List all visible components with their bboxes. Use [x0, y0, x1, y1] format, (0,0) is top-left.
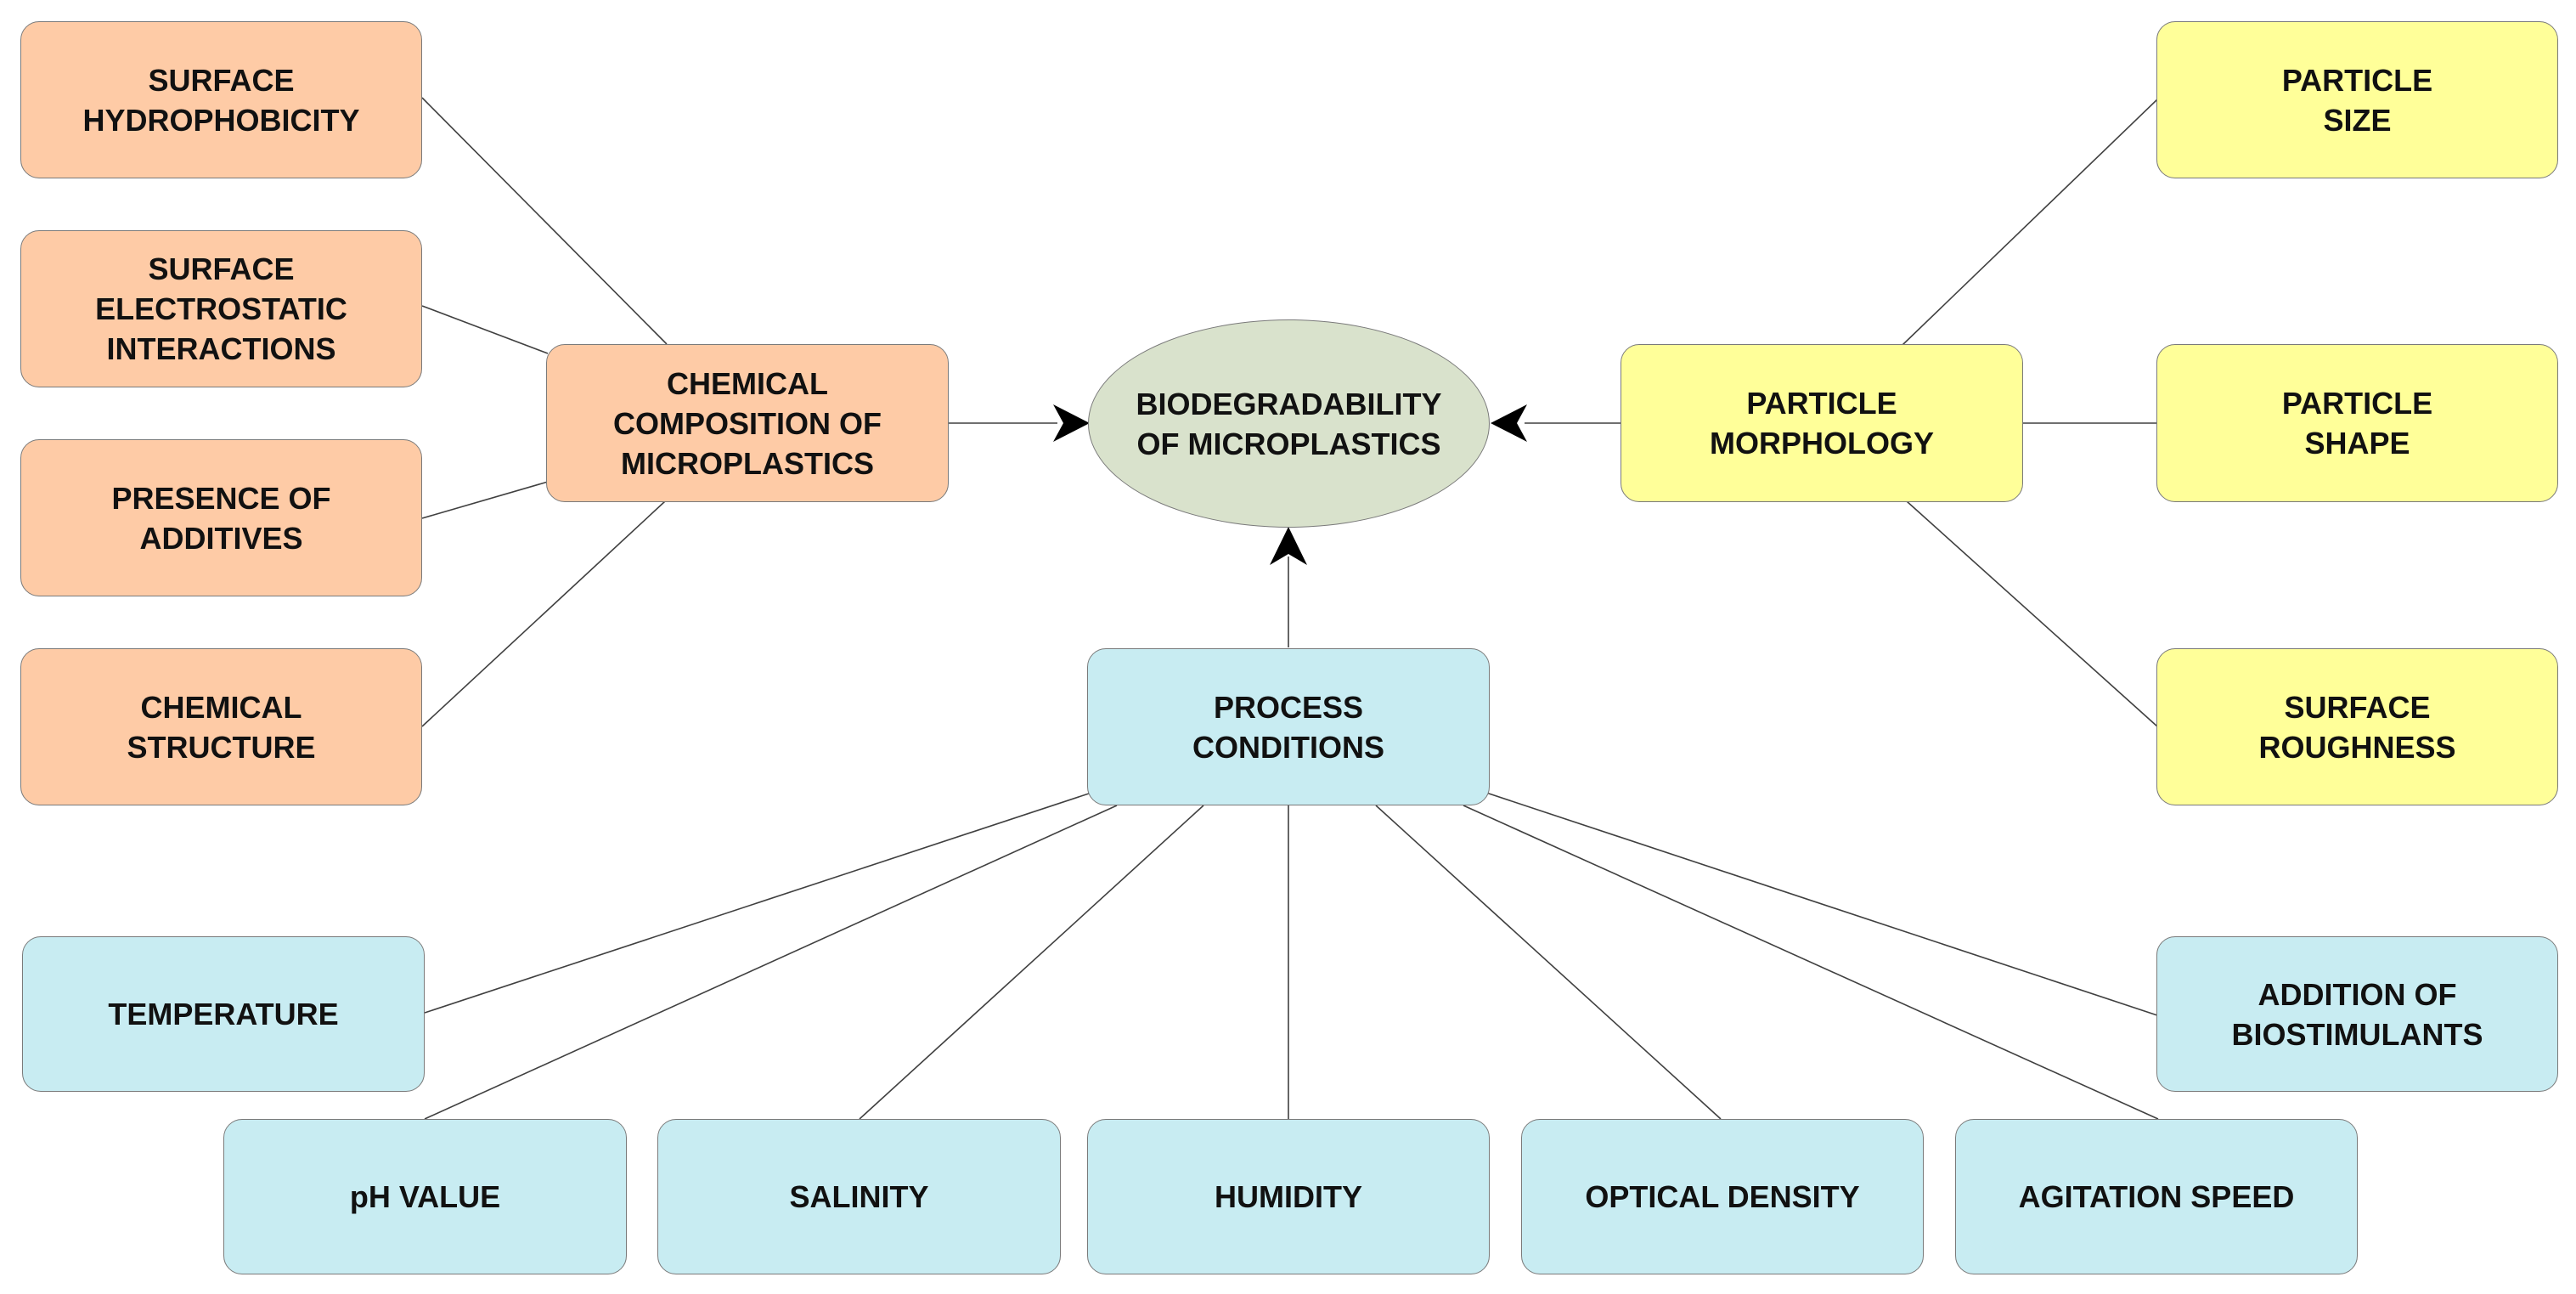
node-presence-of-additives-label: PRESENCE OF ADDITIVES: [111, 480, 331, 556]
node-chemical-structure: CHEMICAL STRUCTURE: [20, 648, 422, 805]
center-node-biodegradability: BIODEGRADABILITY OF MICROPLASTICS: [1088, 319, 1490, 528]
hub-process-conditions: PROCESS CONDITIONS: [1087, 648, 1490, 805]
connector-surface-roughness: [1906, 500, 2158, 727]
connector-agitation-speed: [1463, 805, 2159, 1120]
hub-particle-morphology-label: PARTICLE MORPHOLOGY: [1709, 386, 1934, 461]
node-addition-of-biostimulants-label: ADDITION OF BIOSTIMULANTS: [2231, 976, 2483, 1052]
node-particle-size: PARTICLE SIZE: [2156, 21, 2558, 178]
connector-chemical-structure: [421, 500, 666, 727]
node-optical-density-label: OPTICAL DENSITY: [1585, 1179, 1860, 1214]
arrowhead-process: [1270, 527, 1307, 565]
node-surface-hydrophobicity: SURFACE HYDROPHOBICITY: [20, 21, 422, 178]
hub-chemical-composition-label: CHEMICAL COMPOSITION OF MICROPLASTICS: [612, 365, 882, 481]
node-agitation-speed-label: AGITATION SPEED: [2018, 1179, 2295, 1214]
hub-chemical-composition: CHEMICAL COMPOSITION OF MICROPLASTICS: [546, 344, 949, 502]
node-surface-roughness-label: SURFACE ROUGHNESS: [2258, 689, 2456, 765]
node-surface-roughness: SURFACE ROUGHNESS: [2156, 648, 2558, 805]
node-optical-density: OPTICAL DENSITY: [1521, 1119, 1924, 1274]
node-addition-of-biostimulants: ADDITION OF BIOSTIMULANTS: [2156, 936, 2558, 1092]
node-particle-size-label: PARTICLE SIZE: [2281, 62, 2433, 138]
connector-temperature: [424, 792, 1092, 1014]
node-humidity: HUMIDITY: [1087, 1119, 1490, 1274]
node-temperature-label: TEMPERATURE: [108, 997, 339, 1031]
connector-hydrophobicity: [421, 97, 668, 345]
arrowhead-chemical: [1053, 404, 1090, 442]
node-agitation-speed: AGITATION SPEED: [1955, 1119, 2358, 1274]
center-node-label: BIODEGRADABILITY OF MICROPLASTICS: [1136, 386, 1442, 461]
node-presence-of-additives: PRESENCE OF ADDITIVES: [20, 439, 422, 596]
node-ph-value: pH VALUE: [223, 1119, 627, 1274]
node-salinity-label: SALINITY: [789, 1179, 929, 1214]
node-particle-shape: PARTICLE SHAPE: [2156, 344, 2558, 502]
node-chemical-structure-label: CHEMICAL STRUCTURE: [127, 689, 316, 765]
node-particle-shape-label: PARTICLE SHAPE: [2281, 386, 2433, 461]
node-surface-electrostatic-interactions: SURFACE ELECTROSTATIC INTERACTIONS: [20, 230, 422, 387]
node-humidity-label: HUMIDITY: [1215, 1179, 1362, 1214]
node-surface-hydrophobicity-label: SURFACE HYDROPHOBICITY: [82, 62, 360, 138]
connector-optical-density: [1375, 805, 1722, 1120]
node-temperature: TEMPERATURE: [22, 936, 425, 1092]
connector-particle-size: [1902, 99, 2158, 346]
node-salinity: SALINITY: [657, 1119, 1061, 1274]
connector-electrostatic: [421, 305, 549, 354]
connector-ph-value: [424, 805, 1118, 1120]
connector-biostimulants: [1485, 792, 2158, 1016]
arrowhead-morphology: [1491, 404, 1527, 442]
connector-salinity: [859, 805, 1204, 1120]
hub-process-conditions-label: PROCESS CONDITIONS: [1192, 689, 1384, 765]
node-ph-value-label: pH VALUE: [349, 1179, 501, 1214]
hub-particle-morphology: PARTICLE MORPHOLOGY: [1621, 344, 2023, 502]
node-surface-electrostatic-interactions-label: SURFACE ELECTROSTATIC INTERACTIONS: [95, 251, 347, 366]
connector-additives: [421, 481, 549, 519]
